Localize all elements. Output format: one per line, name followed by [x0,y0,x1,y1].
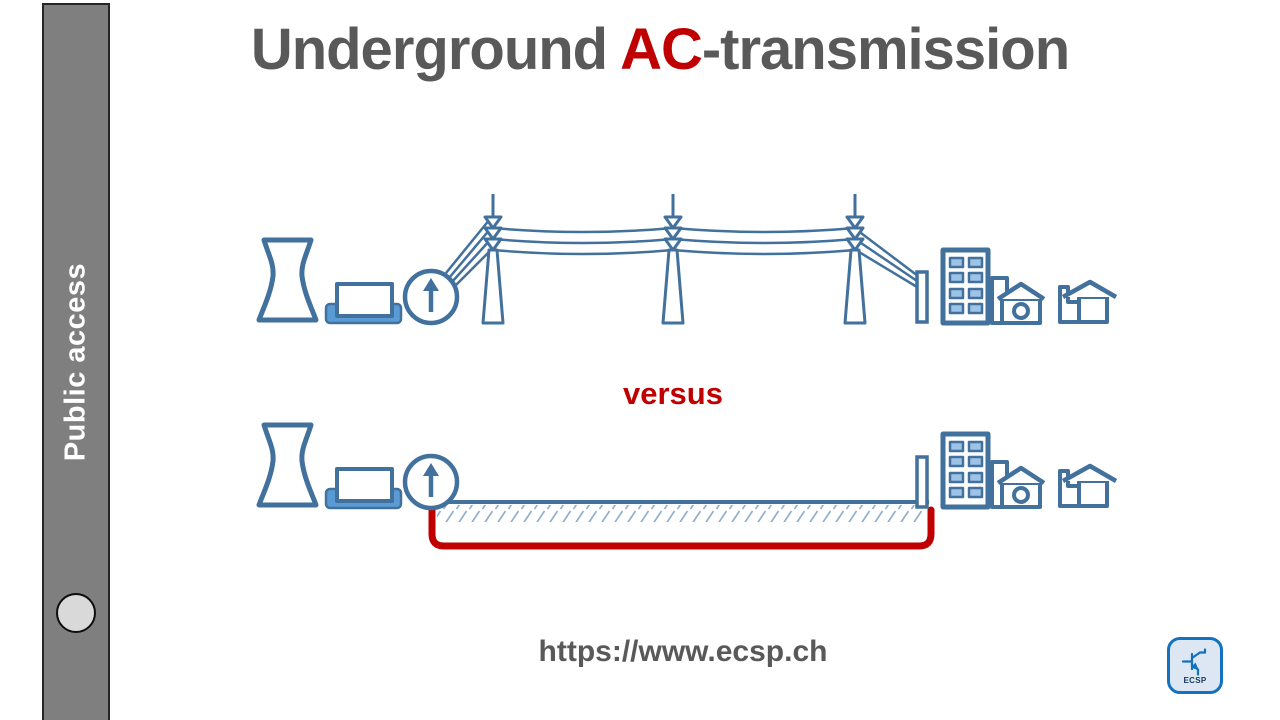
power-plant-icon [259,240,457,323]
substation-pole-icon [915,270,929,324]
website-url[interactable]: https://www.ecsp.ch [538,635,828,668]
city-buildings-icon [943,250,1116,323]
overhead-transmission-diagram [259,192,1116,325]
public-access-sidebar: Public access [42,3,110,720]
ecsp-logo[interactable]: ECSP [1167,637,1223,694]
transmission-tower-icon [843,192,867,325]
power-plant-icon [259,425,457,508]
transmission-tower-icon [661,192,685,325]
title-pre: Underground [250,17,621,82]
underground-cable-bracket [428,504,935,550]
ecsp-logo-label: ECSP [1183,675,1207,685]
page-title: Underground AC-transmission [40,16,1280,83]
city-buildings-icon [943,434,1116,507]
title-highlight: AC [620,17,703,82]
ground-hatching [437,505,923,522]
underground-transmission-diagram [259,425,1116,550]
transmission-tower-icon [481,192,505,325]
versus-label: versus [623,376,723,411]
transistor-icon [1181,647,1207,676]
nav-dot[interactable] [56,593,96,633]
power-lines [445,218,923,292]
title-post: -transmission [701,17,1070,82]
substation-pole-icon [915,455,929,509]
